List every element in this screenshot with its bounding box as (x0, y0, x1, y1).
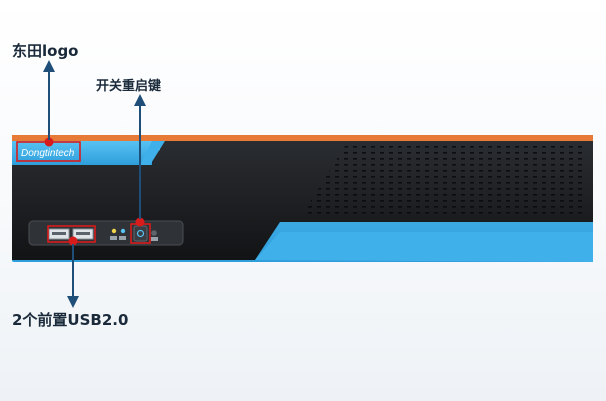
chassis-front-panel (12, 135, 593, 262)
usb-port-2-tongue (76, 232, 90, 235)
reset-caption (151, 237, 158, 241)
led-caption-2 (119, 236, 126, 240)
power-button (133, 225, 148, 242)
chassis-top-stripe (12, 135, 593, 141)
power-callout-label: 开关重启键 (96, 79, 162, 94)
led-caption-1 (110, 236, 117, 240)
logo-band-corner (140, 141, 165, 165)
power-marker-dot (135, 217, 145, 227)
usb-port-1-tongue (52, 232, 66, 235)
chassis-brand-logo: Dongtintech (21, 148, 75, 159)
power-icon (136, 229, 145, 238)
chassis-bottom-accent (255, 232, 593, 262)
reset-button (151, 230, 157, 236)
logo-callout-label: 东田logo (12, 42, 79, 60)
status-led-yellow (111, 228, 117, 234)
ventilation-grid (300, 146, 585, 218)
usb-callout-label: 2个前置USB2.0 (12, 311, 129, 329)
status-led-blue (120, 228, 126, 234)
usb-marker-dot (68, 236, 78, 246)
logo-marker-dot (44, 137, 54, 147)
